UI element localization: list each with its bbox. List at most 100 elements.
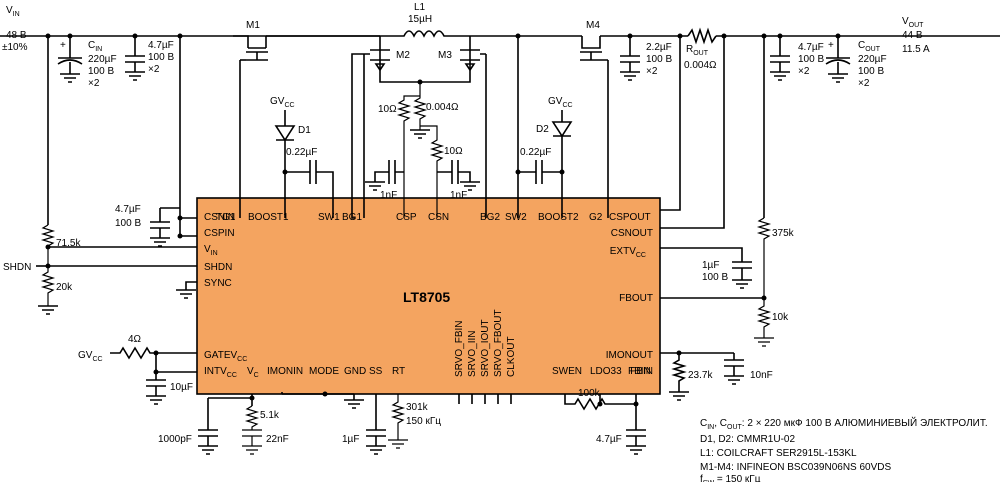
junction-dot [761,33,767,39]
r10b-value: 10Ω [444,146,463,157]
c-out2-capacitor [770,36,790,81]
r10b-resistor [420,125,445,218]
rout-value: 0.004Ω [684,60,717,71]
junction-dot [177,215,183,221]
m4-mosfet [580,36,609,218]
c-out1-capacitor [620,36,640,81]
c-extv-capacitor [660,247,752,289]
pin-gatevcc: GATEVCC [204,350,247,363]
d2-label: D2 [536,124,549,135]
ss-capacitor [366,394,386,455]
junction-dot [67,33,73,39]
cin-voltage: 100 В [88,66,114,77]
pin-imonin: IMONIN [267,366,303,377]
pin-csnout: CSNOUT [611,228,653,239]
c-imon-value: 10nF [750,370,773,381]
pin-boost2: BOOST2 [538,212,579,223]
junction-dot [559,169,565,175]
r-fb2-value: 10k [772,312,789,323]
pin-srvo-fbin: SRVO_FBIN [454,321,465,378]
c-out1-voltage: 100 В [646,54,672,65]
r10a-resistor [396,95,420,218]
junction-dot [633,401,639,407]
chip-name: LT8705 [403,289,450,305]
csnin-cap-value: 4.7µF [115,204,141,215]
junction-dot [177,233,183,239]
pin-bg2: BG2 [480,212,500,223]
csnin-capacitor [150,208,170,247]
pin-mode: MODE [309,366,339,377]
l1-inductor [380,30,470,38]
junction-dot [177,33,183,39]
svg-text:+: + [60,40,66,51]
pin-fbin: FBIN [630,366,653,377]
cout-count: ×2 [858,78,870,89]
pin-vc: VC [247,366,259,379]
pin-cspin: CSPIN [204,228,235,239]
gvcc3-label: GVCC [78,350,103,363]
pin-csnin: CSNIN [204,212,235,223]
c-nf1-capacitor [365,160,404,191]
pin-fbout: FBOUT [619,293,653,304]
r-shdn-resistor [38,266,58,315]
junction-dot [282,169,288,175]
junction-dot [677,33,683,39]
r-vc-value: 5.1k [260,410,280,421]
r-vin-value: 71.5k [56,238,81,249]
c-boost2-value: 0.22µF [520,147,551,158]
c-extv-value: 1µF [702,260,719,271]
c-out2-count: ×2 [798,66,810,77]
pin-swen: SWEN [552,366,582,377]
pin-extvcc: EXTVCC [610,246,646,259]
gvcc1-label: GVCC [270,96,295,109]
note-line4: M1-M4: INFINEON BSC039N06NS 60VDS [700,462,892,473]
junction-dot [249,395,255,401]
m3-label: M3 [438,50,452,61]
pin-vin: VIN [204,244,218,257]
pin-clkout: CLKOUT [506,336,517,377]
c-boost1-value: 0.22µF [286,147,317,158]
cin2-capacitor [125,36,145,81]
m3-mosfet [420,36,487,218]
pin-sw1: SW1 [318,212,340,223]
c-out1-value: 2.2µF [646,42,672,53]
c-nf1-value: 1nF [380,190,397,201]
cout-capacitor: + [825,36,851,83]
cout-value: 220µF [858,54,887,65]
vin-label: VIN [6,5,20,18]
l1-value: 15µH [408,14,432,25]
m4-label: M4 [586,20,600,31]
cin2-count: ×2 [148,64,160,75]
c-nf2-capacitor [437,160,480,191]
cin-value: 220µF [88,54,117,65]
pin-rt: RT [392,366,405,377]
pin-ldo33: LDO33 [590,366,622,377]
note-line5: fSW = 150 кГц [700,474,761,482]
junction-dot [597,401,603,407]
input-rail-wires [0,35,380,248]
pin-fbin-label: FBIN [628,366,651,377]
m2-label: M2 [396,50,410,61]
c-boost2-capacitor [518,160,562,184]
vin-value: 48 В [6,30,27,41]
pin-sw2: SW2 [505,212,527,223]
r-vin-resistor [40,224,56,266]
r-gate-resistor [110,346,197,360]
rt-frequency: 150 кГц [406,416,441,427]
c-boost1-capacitor [285,160,334,218]
r-gate-value: 4Ω [128,334,142,345]
r10a-value: 10Ω [378,104,397,115]
shdn-ext-label: SHDN [3,262,31,273]
note-line3: L1: COILCRAFT SER2915L-153KL [700,448,857,459]
note-line2: D1, D2: CMMR1U-02 [700,434,795,445]
gvcc2-label: GVCC [548,96,573,109]
pin-csp: CSP [396,212,417,223]
cout-label: COUT [858,40,881,53]
r-rt-value: 301k [406,402,429,413]
vout-label: VOUT [902,16,924,29]
rsense-value: 0.004Ω [426,102,459,113]
d2-diode [551,110,573,218]
r-fb2-resistor [754,298,774,347]
c-nf2-value: 1nF [450,190,467,201]
svg-text:+: + [828,40,834,51]
